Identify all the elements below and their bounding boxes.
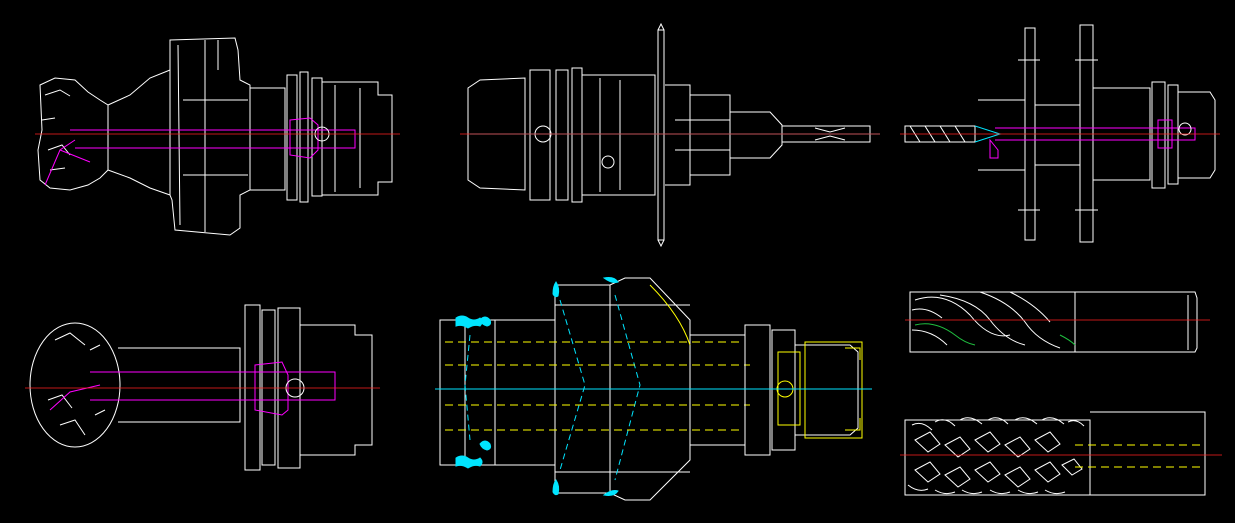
face-mill-holder-drawing[interactable] xyxy=(35,37,400,236)
boring-head-drawing[interactable] xyxy=(435,277,872,501)
helical-end-mill-drawing[interactable] xyxy=(905,291,1210,353)
ball-nose-holder-drawing[interactable] xyxy=(25,304,380,471)
roughing-end-mill-drawing[interactable] xyxy=(900,411,1222,496)
slitting-saw-arbor-drawing[interactable] xyxy=(460,22,880,248)
disc-cutter-arbor-drawing[interactable] xyxy=(900,24,1220,243)
